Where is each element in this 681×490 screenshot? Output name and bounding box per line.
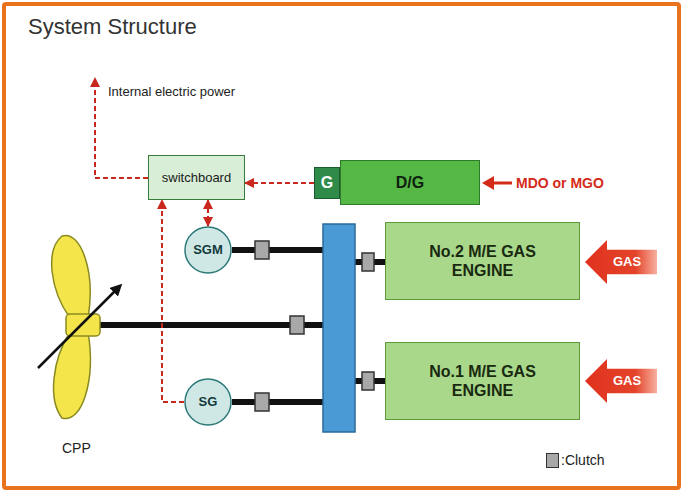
node-label: GAS	[613, 254, 641, 270]
node-label: No.2 M/E GAS ENGINE	[428, 242, 538, 280]
cpp-propeller	[38, 235, 118, 418]
shaft-generator-circle: SG	[184, 378, 232, 426]
engine-box: No.1 M/E GAS ENGINE	[385, 342, 580, 420]
shaft-motor-circle: SGM	[184, 226, 232, 274]
node-label: SG	[199, 394, 218, 410]
power-connector	[207, 200, 209, 226]
clutches	[255, 241, 374, 411]
node-label: G	[321, 173, 333, 192]
node-label: GAS	[613, 373, 641, 389]
gearbox	[323, 224, 355, 432]
power-label: Internal electric power	[108, 84, 235, 99]
fuel-arrow-head	[482, 176, 494, 190]
propeller-label: CPP	[62, 440, 91, 456]
switchboard-box: switchboard	[148, 155, 245, 200]
legend-text: :Clutch	[561, 452, 605, 468]
gas-arrow: GAS	[585, 240, 657, 284]
gas-arrow: GAS	[585, 359, 657, 403]
node-label: SGM	[193, 242, 223, 258]
node-label: No.1 M/E GAS ENGINE	[428, 362, 538, 400]
legend-swatch	[546, 453, 559, 468]
engine-box: No.2 M/E GAS ENGINE	[385, 222, 580, 300]
power-connector	[245, 182, 314, 184]
node-label: D/G	[396, 173, 424, 192]
diesel-generator-box: D/G	[340, 160, 480, 205]
node-label: switchboard	[162, 170, 231, 186]
generator-box: G	[314, 167, 340, 199]
power-connector	[162, 200, 184, 402]
fuel-label: MDO or MGO	[516, 175, 604, 191]
diagram-title: System Structure	[28, 14, 197, 40]
